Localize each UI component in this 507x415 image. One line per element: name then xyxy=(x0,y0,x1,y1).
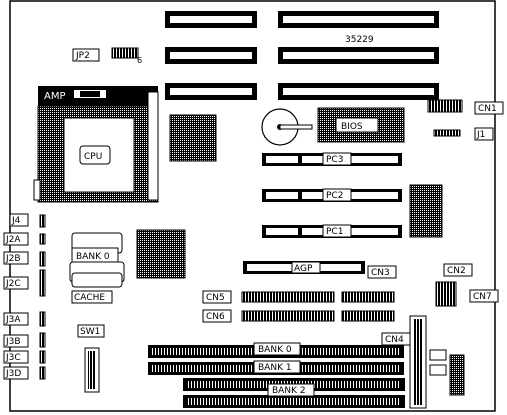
bios-chip: BIOS xyxy=(317,107,405,143)
power-connector xyxy=(409,315,465,409)
jp2-jumper xyxy=(111,47,139,59)
chipset-north xyxy=(169,114,217,162)
cn4-label: CN4 xyxy=(385,335,404,345)
jp2-label: JP2 xyxy=(75,51,90,61)
cn5-label: CN5 xyxy=(206,293,225,303)
j2a-label: J2A xyxy=(5,235,21,245)
j3c-label: J3C xyxy=(5,353,21,363)
dimm-bank0: BANK 0 xyxy=(148,342,404,358)
agp-label: AGP xyxy=(294,264,313,274)
bank0-upper-label: BANK 0 xyxy=(76,252,110,262)
chipset-south xyxy=(136,229,186,279)
sw1-switch: SW1 xyxy=(77,324,105,393)
j1-jumper xyxy=(433,129,461,137)
cn5-connector xyxy=(241,291,335,303)
cn3-connector xyxy=(341,291,395,303)
cn4-connector xyxy=(341,310,395,322)
cn7-label: CN7 xyxy=(473,292,492,302)
cn3-label: CN3 xyxy=(371,268,390,278)
j1-label-box xyxy=(474,127,494,141)
cn1-label-box xyxy=(474,101,504,115)
pci-slot-pc3-label: PC3 xyxy=(326,155,343,165)
j3a-label: J3A xyxy=(5,315,21,325)
dimm-bank1-label: BANK 1 xyxy=(258,363,292,373)
cn6-label: CN6 xyxy=(206,312,225,322)
cn2-label: CN2 xyxy=(447,266,466,276)
j3b-label: J3B xyxy=(5,337,21,347)
left-jumpers: J4 J2A J2B J2C J3A J3B J3C J3D xyxy=(3,213,46,380)
cache-label: CACHE xyxy=(74,293,105,303)
j4-label: J4 xyxy=(11,216,21,226)
board-number: 35229 xyxy=(345,35,374,45)
j1-label: J1 xyxy=(476,130,485,140)
cpu-socket-brand: AMP xyxy=(44,91,66,102)
dimm-bank2: BANK 2 xyxy=(183,378,405,408)
j2c-label: J2C xyxy=(5,279,21,289)
jp2-label-box xyxy=(72,48,100,62)
dimm-bank2-label: BANK 2 xyxy=(272,386,306,396)
cn6-connector xyxy=(241,310,335,322)
chipset-io xyxy=(409,184,443,238)
j2b-label: J2B xyxy=(5,254,21,264)
battery xyxy=(261,108,313,146)
pci-slot-pc1-label: PC1 xyxy=(326,227,343,237)
cpu-socket: AMP CPU xyxy=(33,86,159,203)
sw1-label: SW1 xyxy=(80,327,100,337)
cn1-label: CN1 xyxy=(478,104,497,114)
cache-module: BANK 0 CACHE xyxy=(69,232,125,304)
agp-slot: AGP xyxy=(243,261,365,274)
dimm-bank0-label: BANK 0 xyxy=(258,345,292,355)
j3d-label: J3D xyxy=(5,369,21,379)
cn2-connector xyxy=(435,281,457,307)
cn1-connector xyxy=(427,99,463,113)
cpu-label: CPU xyxy=(84,152,102,162)
pci-slot-pc2-label: PC2 xyxy=(326,191,343,201)
dimm-bank1: BANK 1 xyxy=(148,360,404,375)
bios-label: BIOS xyxy=(341,122,363,132)
jp2-pin-number: 6 xyxy=(137,56,142,65)
